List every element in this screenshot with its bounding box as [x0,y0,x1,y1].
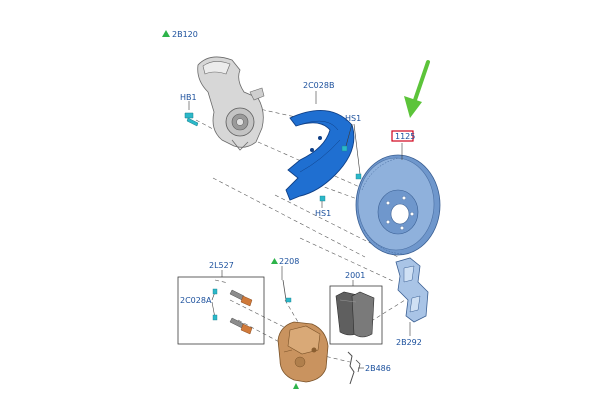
triangle-note-icon [162,30,170,37]
guide-pin-kit[interactable]: 2L527 2C028A [177,261,265,345]
note-2b120: 2B120 [162,30,198,39]
caliper-bracket[interactable]: 2B292 [395,257,429,347]
brake-caliper[interactable] [277,321,329,389]
hub-bolt-hb1[interactable]: HB1 [180,93,199,127]
label-hs1-bottom: HS1 [315,209,331,218]
shield-screws-hs1[interactable]: HS1 HS1 [315,114,362,218]
steering-knuckle[interactable] [197,56,265,151]
disc-tag: 1125 [391,130,415,142]
dust-shield[interactable]: 2C028B [285,81,355,201]
brake-pads[interactable]: 2001 [329,271,383,345]
triangle-note-icon [271,258,278,264]
arrow-down-icon [404,60,430,118]
label-bracket: 2B292 [396,338,422,347]
label-clip: 2B486 [365,364,391,373]
note-2208: 2208 [271,257,299,303]
brake-disc[interactable] [355,143,441,256]
label-kit-group: 2L527 [209,261,234,270]
kit-box [177,276,265,345]
label-pin-group: 2C028A [180,296,212,305]
label-2b120: 2B120 [172,30,198,39]
pads-box [329,285,383,345]
anti-rattle-clip[interactable]: 2B486 [347,351,391,385]
label-hs1-top: HS1 [345,114,361,123]
label-shield: 2C028B [303,81,334,90]
label-2208: 2208 [279,257,299,266]
label-pads: 2001 [345,271,365,280]
label-disc-tag: 1125 [395,132,415,141]
triangle-note-icon [293,383,299,389]
label-hb1: HB1 [180,93,197,102]
